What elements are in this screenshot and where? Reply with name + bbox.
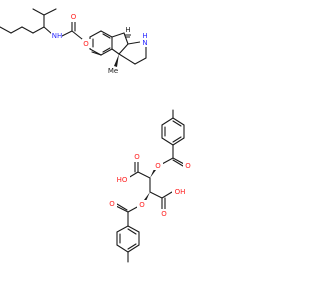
label-background bbox=[82, 39, 91, 48]
bond bbox=[172, 137, 185, 146]
bond bbox=[144, 192, 150, 201]
tartrate-molecule bbox=[115, 109, 185, 263]
bond bbox=[172, 136, 182, 143]
carbamate-atom-labels: NH O O N H H Me bbox=[51, 13, 150, 75]
bond bbox=[43, 8, 57, 16]
atom-label: H bbox=[125, 26, 130, 34]
bond bbox=[118, 53, 136, 65]
bond bbox=[111, 32, 125, 38]
bond bbox=[123, 32, 129, 45]
atom-label: NH bbox=[52, 32, 63, 40]
label-background bbox=[140, 38, 150, 47]
atom-label: H bbox=[142, 32, 147, 40]
atom-label: O bbox=[161, 210, 167, 218]
bond bbox=[127, 41, 141, 45]
bond bbox=[137, 171, 151, 179]
bond bbox=[118, 43, 129, 55]
label-background bbox=[172, 187, 188, 196]
bond bbox=[127, 243, 137, 250]
atom-label: Me bbox=[108, 67, 118, 75]
atom-label: N bbox=[142, 39, 147, 47]
bond bbox=[61, 30, 73, 37]
bond bbox=[172, 157, 185, 165]
bond bbox=[10, 26, 23, 34]
bond bbox=[172, 117, 185, 126]
label-background bbox=[114, 175, 130, 184]
bond bbox=[21, 26, 34, 34]
bond bbox=[71, 30, 83, 40]
molecule-diagram: NH O O N H H Me bbox=[0, 8, 192, 263]
label-background bbox=[153, 161, 163, 170]
label-background bbox=[51, 31, 62, 40]
label-background bbox=[132, 153, 141, 162]
atom-label: O bbox=[185, 162, 191, 170]
canvas: NH O O N H H Me bbox=[0, 8, 192, 263]
bond bbox=[161, 157, 174, 165]
atom-label: OH bbox=[175, 188, 186, 196]
bond bbox=[111, 48, 120, 55]
bond bbox=[116, 244, 129, 253]
label-background bbox=[183, 161, 192, 170]
bond bbox=[102, 33, 111, 39]
bond bbox=[172, 159, 184, 167]
atom-label: O bbox=[134, 153, 140, 161]
bond bbox=[127, 244, 140, 253]
bond bbox=[100, 48, 113, 56]
bond bbox=[32, 8, 45, 16]
bond bbox=[0, 26, 12, 34]
bond bbox=[172, 120, 182, 127]
bond bbox=[161, 117, 174, 126]
bond bbox=[116, 225, 129, 233]
bond bbox=[127, 228, 137, 235]
label-background bbox=[159, 209, 168, 218]
atom-label: HO bbox=[117, 176, 128, 184]
bond bbox=[102, 47, 111, 53]
bond bbox=[115, 205, 129, 213]
tartrate-atom-labels: O O HO O OH O O O bbox=[108, 153, 192, 218]
bond bbox=[127, 225, 140, 233]
bond bbox=[32, 26, 45, 34]
bond bbox=[43, 26, 53, 35]
bond bbox=[100, 30, 113, 38]
label-background bbox=[137, 200, 147, 209]
bond bbox=[161, 137, 174, 146]
atom-label: O bbox=[109, 200, 115, 208]
label-background bbox=[108, 199, 117, 208]
atom-label: O bbox=[155, 162, 161, 170]
bond bbox=[149, 191, 163, 199]
bond bbox=[150, 169, 156, 178]
bond bbox=[116, 203, 128, 211]
bond bbox=[89, 30, 102, 38]
atom-label: O bbox=[71, 13, 77, 21]
bond bbox=[134, 57, 147, 65]
bond bbox=[89, 48, 102, 56]
bond bbox=[161, 191, 173, 199]
atom-label: O bbox=[139, 201, 145, 209]
bond bbox=[114, 54, 119, 67]
atom-label: O bbox=[83, 40, 89, 48]
label-background bbox=[68, 13, 76, 22]
